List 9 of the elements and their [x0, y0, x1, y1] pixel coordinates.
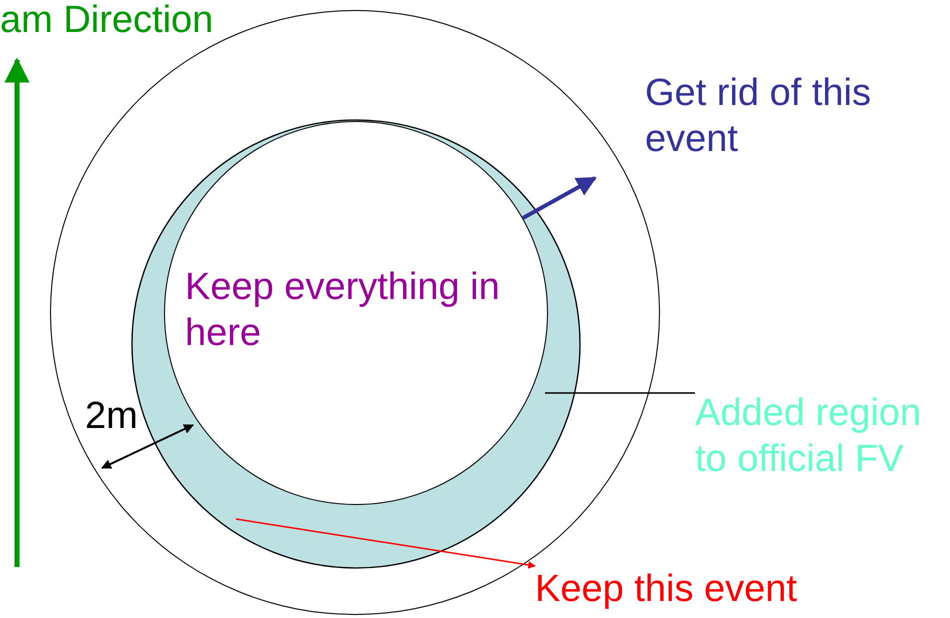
arrow [236, 518, 536, 569]
annotation-text: Keep this event [535, 566, 865, 616]
direction-label: am Direction [0, 0, 214, 43]
arrow [522, 176, 597, 220]
leader-line [545, 392, 695, 394]
dimension-label: 2m [85, 394, 138, 439]
annotation-text: Added region to official FV [695, 390, 950, 490]
region-label: Keep everything in here [185, 265, 501, 356]
annotation-text: Get rid of this event [595, 70, 875, 178]
